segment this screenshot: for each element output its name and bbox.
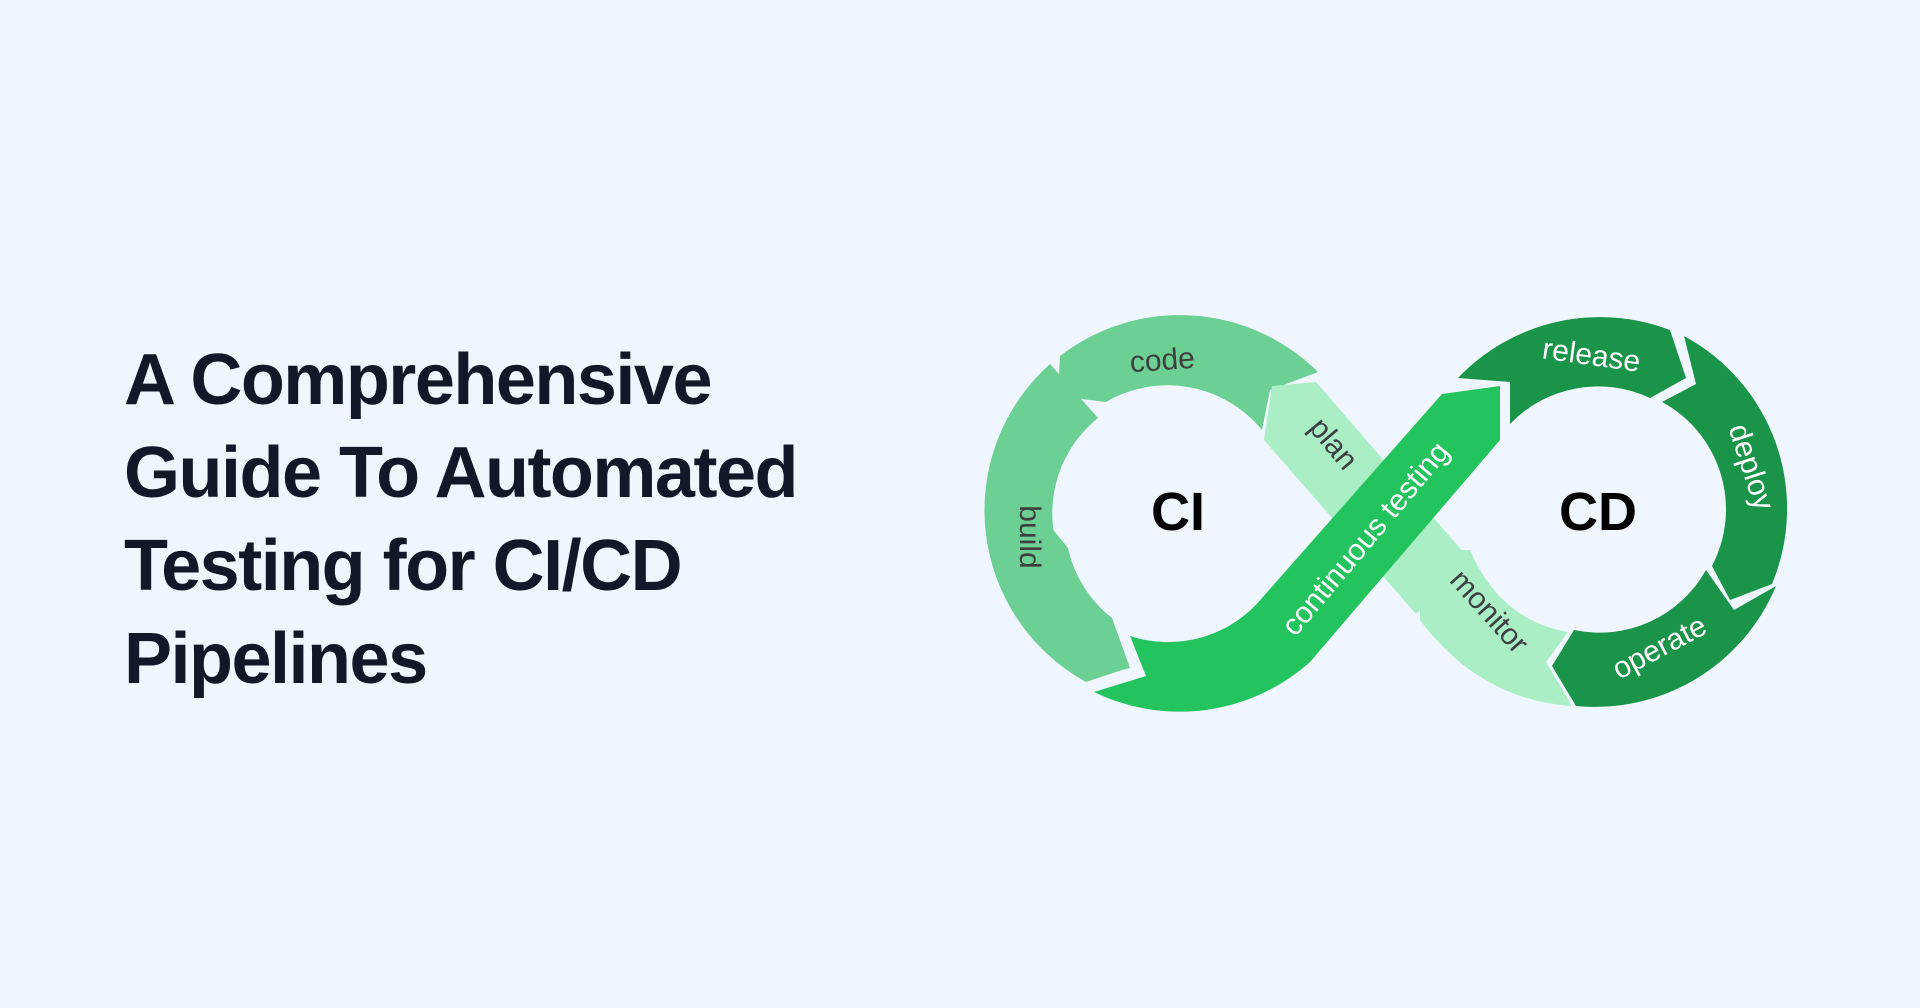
operate-segment bbox=[1552, 570, 1776, 707]
build-label: build bbox=[1013, 505, 1046, 568]
title-line-1: A Comprehensive bbox=[124, 340, 713, 420]
title-line-4: Pipelines bbox=[124, 619, 428, 699]
page-title: A Comprehensive Guide To Automated Testi… bbox=[124, 334, 844, 706]
build-segment-lower bbox=[999, 470, 1130, 678]
cd-label: CD bbox=[1559, 482, 1637, 542]
code-segment bbox=[1058, 315, 1318, 430]
build-segment bbox=[984, 364, 1128, 682]
code-label: code bbox=[1129, 342, 1196, 379]
ci-label: CI bbox=[1151, 482, 1205, 542]
release-segment bbox=[1458, 317, 1686, 424]
deploy-segment bbox=[1662, 336, 1788, 600]
title-line-2: Guide To Automated bbox=[124, 433, 798, 513]
continuous-testing-band bbox=[1094, 386, 1500, 712]
monitor-segment bbox=[1420, 550, 1572, 706]
title-line-3: Testing for CI/CD bbox=[124, 526, 683, 606]
